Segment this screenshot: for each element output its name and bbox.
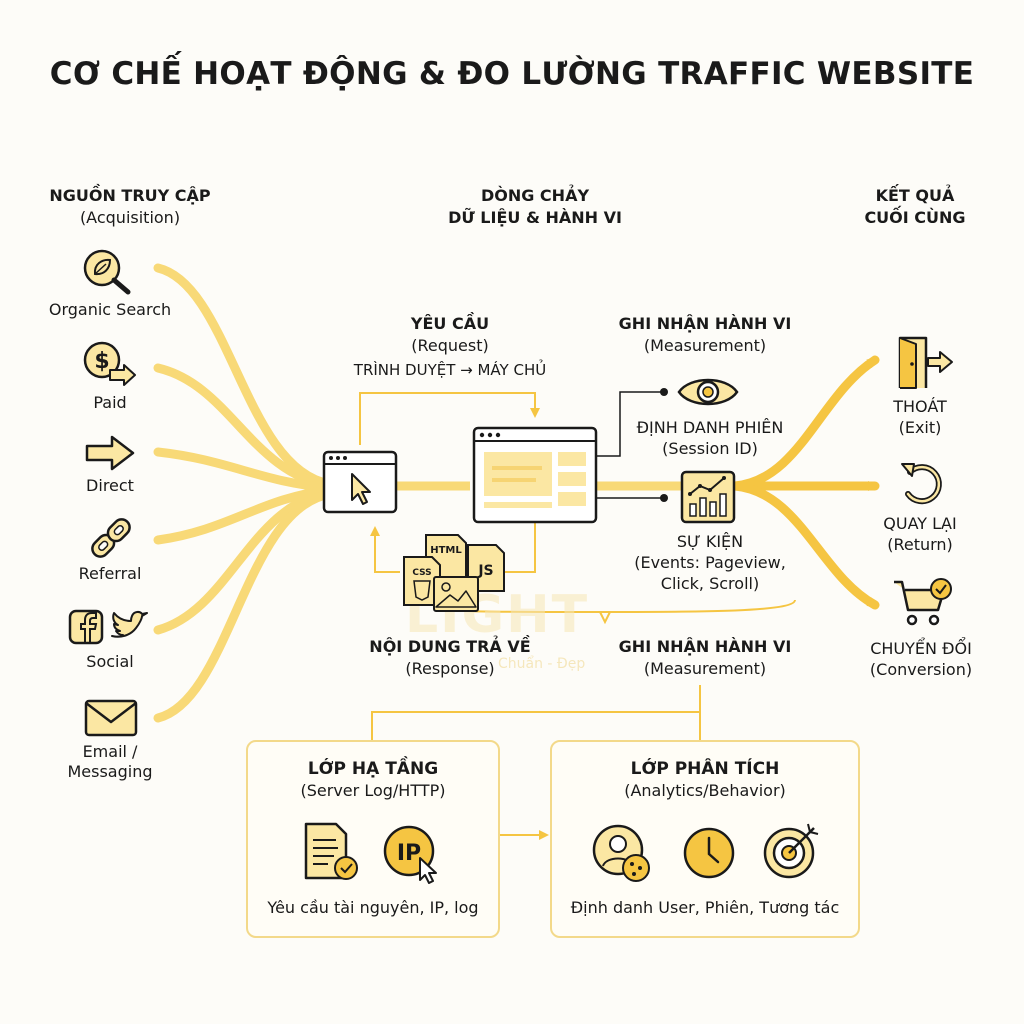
source-label-referral: Referral xyxy=(78,564,142,583)
magnifier-leaf-icon xyxy=(83,249,131,295)
stream-paid xyxy=(153,363,335,491)
stream-direct xyxy=(153,447,335,493)
link-icon xyxy=(91,518,131,558)
source-label-organic: Organic Search xyxy=(48,300,172,319)
result-exit-label: THOÁT (Exit) xyxy=(850,396,990,438)
source-label-social: Social xyxy=(86,652,134,671)
page-title: CƠ CHẾ HOẠT ĐỘNG & ĐO LƯỜNG TRAFFIC WEBS… xyxy=(49,56,975,92)
source-label-email-line2: Messaging xyxy=(67,762,153,781)
js-file-label: JS xyxy=(477,563,493,579)
request-detail: TRÌNH DUYỆT → MÁY CHỦ xyxy=(353,361,547,379)
result-conversion-title: CHUYỂN ĐỔI xyxy=(870,639,972,658)
target-icon xyxy=(763,823,819,879)
events-line3: Click, Scroll) xyxy=(660,574,760,593)
arrow-right-icon xyxy=(85,435,135,471)
webpage-icon xyxy=(472,426,598,524)
response-label: NỘI DUNG TRẢ VỀ (Response) xyxy=(340,636,560,679)
stream-organic xyxy=(153,263,335,489)
result-exit-subtitle: (Exit) xyxy=(898,418,942,437)
request-subtitle: (Request) xyxy=(411,336,489,355)
measurement-top-title: GHI NHẬN HÀNH VI xyxy=(618,314,792,333)
response-subtitle: (Response) xyxy=(405,659,495,678)
image-file-icon xyxy=(433,576,479,612)
response-title: NỘI DUNG TRẢ VỀ xyxy=(369,637,531,656)
analytics-layer-caption: Định danh User, Phiên, Tương tác xyxy=(570,898,840,917)
dollar-arrow-icon: $ xyxy=(83,341,136,386)
analytics-layer-subtitle: (Analytics/Behavior) xyxy=(624,781,786,800)
watermark-sub: Chuẩn - Đẹp xyxy=(498,656,586,672)
session-title: ĐỊNH DANH PHIÊN xyxy=(636,418,784,437)
result-return-label: QUAY LẠI (Return) xyxy=(850,513,990,555)
session-subtitle: (Session ID) xyxy=(662,439,758,458)
html-file-label: HTML xyxy=(430,545,462,556)
source-label-email: Email / Messaging xyxy=(20,742,200,782)
svg-text:$: $ xyxy=(94,349,109,374)
css-file-label: CSS xyxy=(412,568,431,578)
request-label: YÊU CẦU (Request) TRÌNH DUYỆT → MÁY CHỦ xyxy=(330,313,570,381)
analytics-layer-title: LỚP PHÂN TÍCH xyxy=(630,759,780,779)
infra-layer-header: LỚP HẠ TẦNG (Server Log/HTTP) xyxy=(246,758,500,801)
ip-cursor-icon: IP xyxy=(383,825,437,884)
eye-icon xyxy=(677,378,739,406)
clock-icon xyxy=(683,827,735,879)
envelope-icon xyxy=(84,699,138,737)
user-cookie-icon xyxy=(592,824,650,882)
door-exit-icon xyxy=(898,336,953,389)
stream-exit xyxy=(730,355,880,491)
flow-header: DÒNG CHẢY DỮ LIỆU & HÀNH VI xyxy=(400,185,670,229)
infra-layer-subtitle: (Server Log/HTTP) xyxy=(300,781,446,800)
result-conversion-subtitle: (Conversion) xyxy=(869,660,973,679)
source-label-direct: Direct xyxy=(86,476,134,495)
result-conversion-label: CHUYỂN ĐỔI (Conversion) xyxy=(850,638,992,680)
events-line2: (Events: Pageview, xyxy=(634,553,786,572)
session-connector xyxy=(596,391,662,457)
layers-connector xyxy=(371,685,701,740)
ip-label: IP xyxy=(397,841,421,866)
result-streams xyxy=(730,355,880,610)
browser-cursor-icon xyxy=(322,450,398,514)
result-exit-title: THOÁT xyxy=(893,397,947,416)
results-header: KẾT QUẢ CUỐI CÙNG xyxy=(830,185,1000,229)
result-return-title: QUAY LẠI xyxy=(883,514,957,533)
request-arrow xyxy=(359,392,540,445)
stream-conversion xyxy=(730,481,880,610)
sources-subtitle: (Acquisition) xyxy=(79,208,181,227)
stream-referral xyxy=(153,485,335,545)
sources-title: NGUỒN TRUY CẬP xyxy=(49,186,211,205)
flow-title-1: DÒNG CHẢY xyxy=(480,186,590,205)
results-title-1: KẾT QUẢ xyxy=(875,186,955,205)
source-label-email-line1: Email / xyxy=(82,742,138,761)
source-streams xyxy=(153,263,335,723)
document-check-icon xyxy=(304,822,358,880)
return-arrow-icon xyxy=(901,463,942,505)
sources-header: NGUỒN TRUY CẬP (Acquisition) xyxy=(20,185,240,228)
analytics-layer-header: LỚP PHÂN TÍCH (Analytics/Behavior) xyxy=(550,758,860,801)
result-return-subtitle: (Return) xyxy=(887,535,953,554)
infra-layer-title: LỚP HẠ TẦNG xyxy=(307,759,439,779)
measurement-top-subtitle: (Measurement) xyxy=(643,336,767,355)
infra-layer-box xyxy=(246,740,500,938)
source-label-paid: Paid xyxy=(93,393,127,412)
cart-check-icon xyxy=(894,578,952,626)
stream-email xyxy=(153,489,335,723)
request-title: YÊU CẦU xyxy=(410,314,490,333)
events-label: SỰ KIỆN (Events: Pageview, Click, Scroll… xyxy=(610,531,810,594)
facebook-twitter-icon xyxy=(68,609,148,645)
measurement-bottom-label: GHI NHẬN HÀNH VI (Measurement) xyxy=(595,636,815,679)
events-chart-icon xyxy=(680,470,736,524)
results-title-2: CUỐI CÙNG xyxy=(864,208,966,227)
measurement-bottom-title: GHI NHẬN HÀNH VI xyxy=(618,637,792,656)
session-label: ĐỊNH DANH PHIÊN (Session ID) xyxy=(610,417,810,459)
events-title: SỰ KIỆN xyxy=(676,532,744,551)
response-arrow xyxy=(375,520,536,573)
flow-title-2: DỮ LIỆU & HÀNH VI xyxy=(448,208,622,227)
infra-layer-caption: Yêu cầu tài nguyên, IP, log xyxy=(267,898,479,917)
measurement-top-label: GHI NHẬN HÀNH VI (Measurement) xyxy=(600,313,810,356)
response-files-icon: HTML CSS JS xyxy=(403,534,505,612)
measurement-bottom-subtitle: (Measurement) xyxy=(643,659,767,678)
